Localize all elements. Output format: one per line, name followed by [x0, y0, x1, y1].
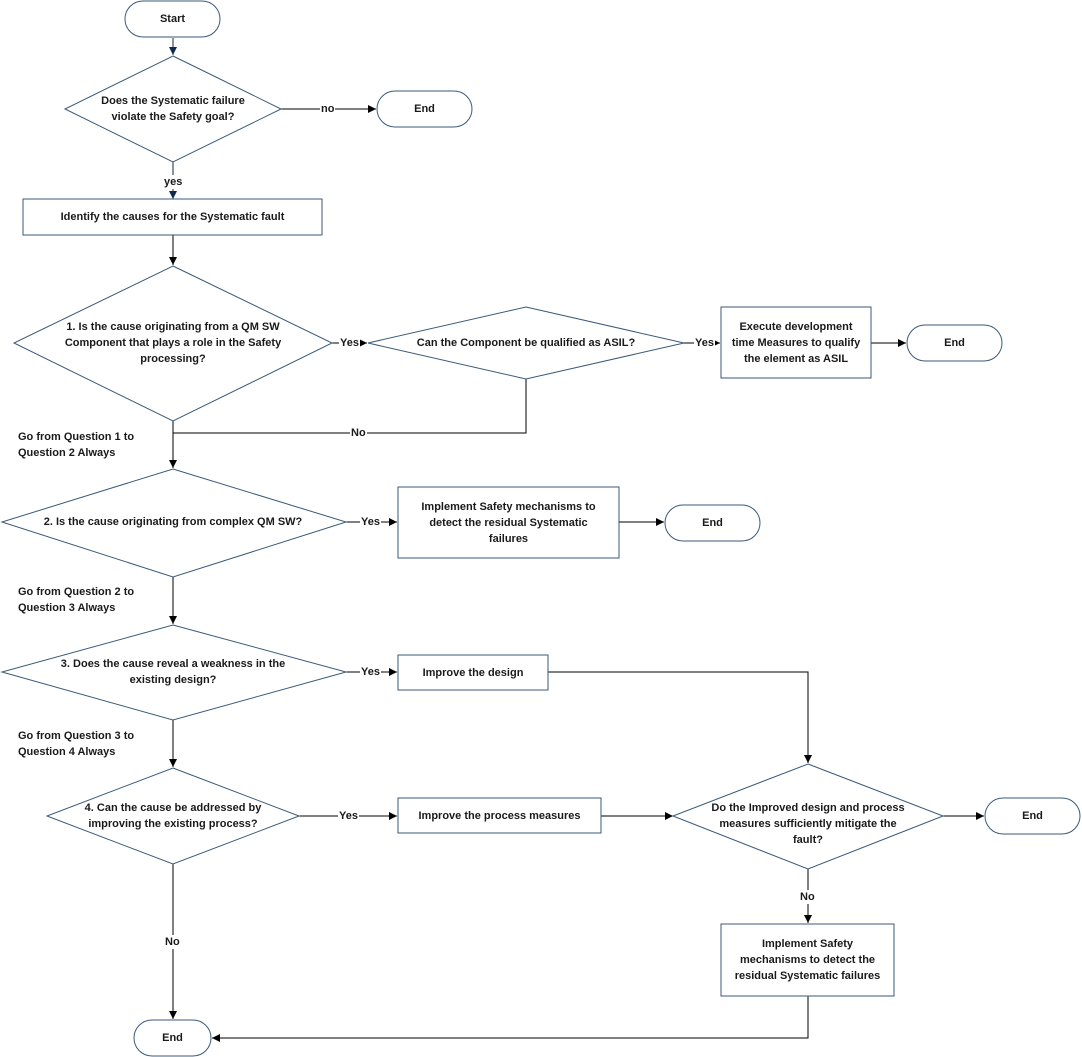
edge-label-no-violate: no	[320, 102, 336, 116]
q2-label: 2. Is the cause originating from complex…	[43, 516, 303, 528]
q3-label: 3. Does the cause reveal a weakness in t…	[60, 658, 286, 686]
implement-safety-1-label: Implement Safety mechanisms to detect th…	[421, 500, 596, 545]
process-improve-process	[397, 797, 602, 834]
end-label-1: End	[414, 103, 435, 115]
start-terminal	[124, 0, 221, 38]
mitigate-question-label: Do the Improved design and process measu…	[711, 802, 905, 846]
note-q1-to-q2: Go from Question 1 to Question 2 Always	[18, 431, 135, 459]
process-implement-safety-2	[720, 923, 895, 997]
q4-label: 4. Can the cause be addressed by improvi…	[84, 802, 262, 830]
asil-question-label: Can the Component be qualified as ASIL?	[416, 337, 636, 349]
edge-asil-no-merge	[173, 379, 527, 434]
edge-implement2-to-end	[212, 996, 809, 1042]
improve-design-label: Improve the design	[422, 666, 524, 679]
edge-label-no-mitigate: No	[799, 890, 816, 904]
decision-mitigate	[671, 763, 945, 870]
edge-label-yes-q3: Yes	[360, 665, 381, 679]
end-terminal-2	[906, 324, 1003, 362]
end-label-2: End	[944, 337, 965, 349]
violate-question-label: Does the Systematic failure violate the …	[101, 95, 245, 123]
end-terminal-5	[133, 1019, 212, 1057]
end-label-3: End	[702, 517, 723, 529]
identify-label: Identify the causes for the Systematic f…	[60, 211, 285, 223]
implement-safety-2-label: Implement Safety mechanisms to detect th…	[734, 938, 881, 982]
q1-label: 1. Is the cause originating from a QM SW…	[64, 321, 282, 365]
edge-label-no-asil: No	[350, 426, 367, 440]
end-terminal-3	[664, 504, 761, 542]
process-implement-safety-1	[397, 486, 620, 559]
decision-q1	[12, 265, 334, 422]
end-label-5: End	[162, 1032, 183, 1044]
decision-q2	[0, 468, 348, 578]
end-label-4: End	[1022, 810, 1043, 822]
edge-design-to-mitigate	[548, 671, 812, 763]
process-improve-design	[397, 654, 549, 691]
decision-q4	[45, 767, 301, 865]
edge-label-yes-asil: Yes	[694, 336, 715, 350]
edge-label-no-q4: No	[164, 935, 181, 949]
start-label: Start	[159, 13, 186, 25]
decision-qualify-asil	[367, 306, 685, 380]
edge-label-yes-q2: Yes	[360, 515, 381, 529]
end-terminal-4	[984, 797, 1081, 835]
execute-label: Execute development time Measures to qua…	[731, 320, 861, 365]
process-execute-development	[720, 306, 872, 379]
note-q3-to-q4: Go from Question 3 to Question 4 Always	[18, 730, 135, 758]
note-q2-to-q3: Go from Question 2 to Question 3 Always	[18, 586, 135, 614]
decision-violate-safety-goal	[63, 55, 283, 163]
decision-q3	[0, 624, 348, 721]
improve-process-label: Improve the process measures	[418, 809, 581, 822]
edge-label-yes-q1: Yes	[339, 336, 360, 350]
edge-label-yes-violate: yes	[163, 175, 184, 189]
end-terminal-1	[376, 90, 473, 128]
process-identify-causes	[22, 198, 323, 236]
edge-label-yes-q4: Yes	[338, 809, 359, 823]
